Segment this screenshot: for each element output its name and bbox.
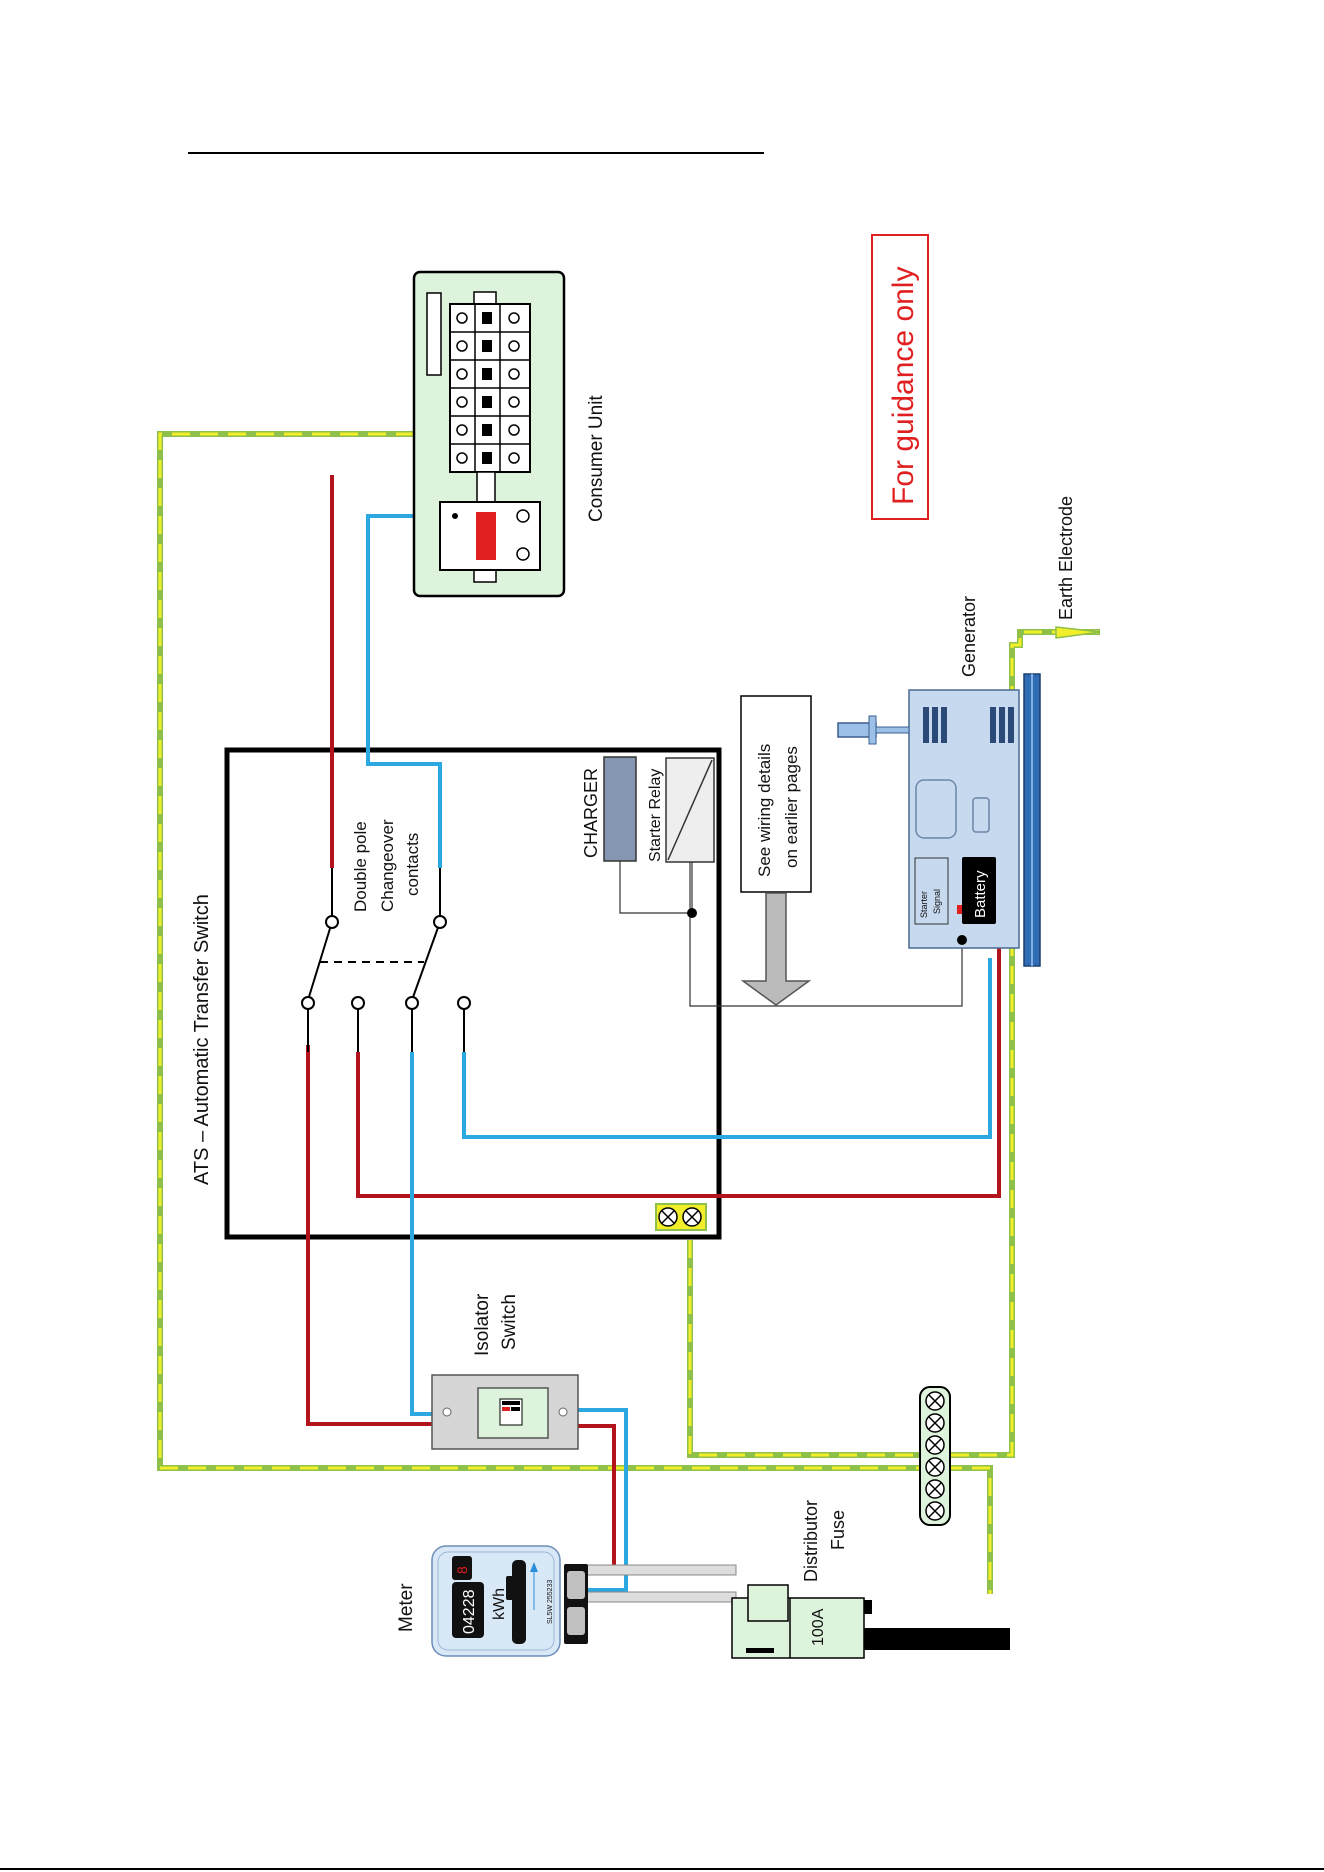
ats-enclosure (227, 750, 719, 1237)
relay-junction (687, 908, 697, 918)
meter-reading: 04228 (461, 1589, 478, 1634)
ats-earth-terminal (656, 1204, 706, 1230)
meter-unit: kWh (491, 1588, 508, 1620)
starter-signal-label-line1: Starter (919, 891, 929, 918)
wiring-note-line1: See wiring details (755, 744, 774, 877)
generator (838, 674, 1040, 966)
distributor-fuse (568, 1565, 1010, 1658)
wiring-note-arrow (743, 893, 809, 1005)
wiring-note-line2: on earlier pages (782, 746, 801, 868)
charger-block (604, 757, 636, 861)
earth-electrode-spike (1056, 627, 1100, 638)
guidance-label: For guidance only (887, 267, 920, 505)
electricity-meter (432, 1546, 588, 1656)
distributor-fuse-label-line2: Fuse (828, 1510, 848, 1550)
earth-electrode-label: Earth Electrode (1056, 496, 1076, 620)
starter-signal-label-line2: Signal (932, 889, 942, 914)
isolator-label-line1: Isolator (472, 1293, 493, 1356)
meter-serial: SL5W 255233 (547, 1580, 554, 1624)
battery-label: Battery (972, 870, 989, 918)
earth-bar-terminal (920, 1387, 950, 1525)
isolator-switch (432, 1375, 578, 1449)
consumer-unit (414, 272, 564, 596)
contacts-label-line1: Double pole (351, 821, 370, 912)
charger-label: CHARGER (581, 768, 601, 858)
isolator-label-line2: Switch (499, 1294, 520, 1350)
meter-label: Meter (396, 1583, 417, 1632)
contacts-label-line3: contacts (403, 833, 422, 896)
consumer-unit-label: Consumer Unit (586, 395, 607, 522)
generator-label: Generator (959, 596, 979, 677)
ats-title: ATS – Automatic Transfer Switch (191, 894, 213, 1185)
meter-digit: 8 (454, 1566, 470, 1574)
distributor-fuse-label-line1: Distributor (801, 1500, 821, 1582)
fuse-rating-label: 100A (810, 1608, 827, 1646)
starter-relay-label: Starter Relay (647, 769, 664, 862)
contacts-label-line2: Changeover (378, 819, 397, 912)
